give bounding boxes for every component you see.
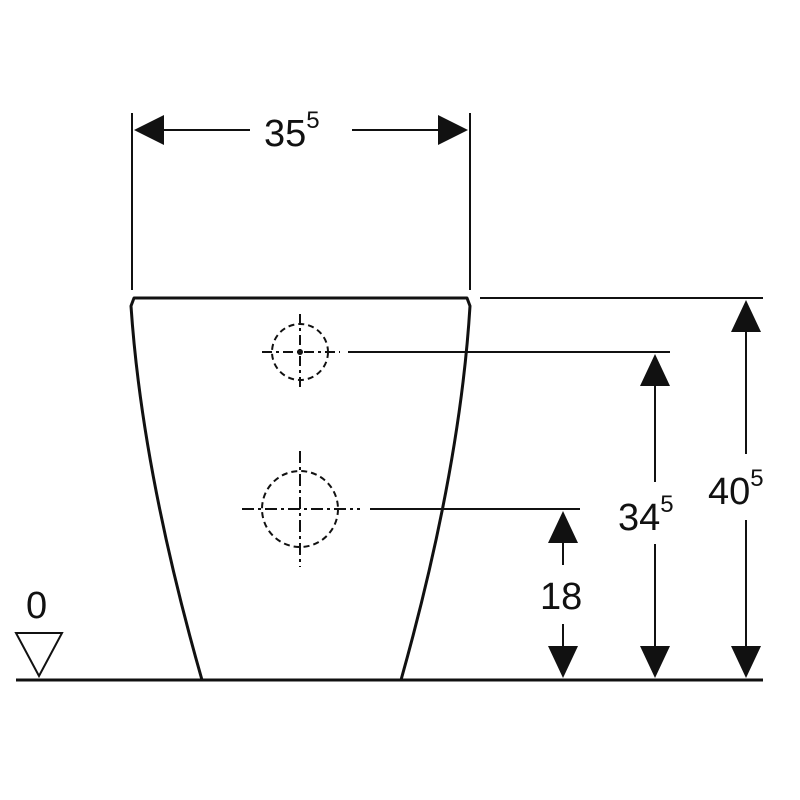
total-height-value: 40 (708, 471, 750, 513)
lower-outlet-symbol (242, 451, 360, 567)
fixture-outline (129, 296, 472, 681)
upper-outlet-value: 34 (618, 497, 660, 539)
svg-text:345: 345 (618, 491, 674, 539)
svg-text:405: 405 (708, 465, 764, 513)
level-triangle-icon (14, 632, 64, 679)
floor-level-label: 0 (26, 585, 47, 627)
width-dimension: 355 (131, 107, 471, 290)
upper-outlet-superscript: 5 (660, 491, 673, 518)
upper-outlet-symbol (262, 314, 340, 390)
width-superscript: 5 (306, 107, 319, 134)
total-height-dimension: 405 (708, 300, 764, 678)
floor-level-marker: 0 (14, 585, 64, 679)
svg-text:355: 355 (264, 107, 320, 155)
lower-outlet-value: 18 (540, 576, 582, 618)
total-height-superscript: 5 (750, 465, 763, 492)
width-value: 35 (264, 113, 306, 155)
arrow-left (134, 115, 164, 145)
lower-outlet-height-dimension: 18 (540, 511, 582, 678)
arrow-right (438, 115, 468, 145)
upper-outlet-height-dimension: 345 (618, 354, 674, 678)
